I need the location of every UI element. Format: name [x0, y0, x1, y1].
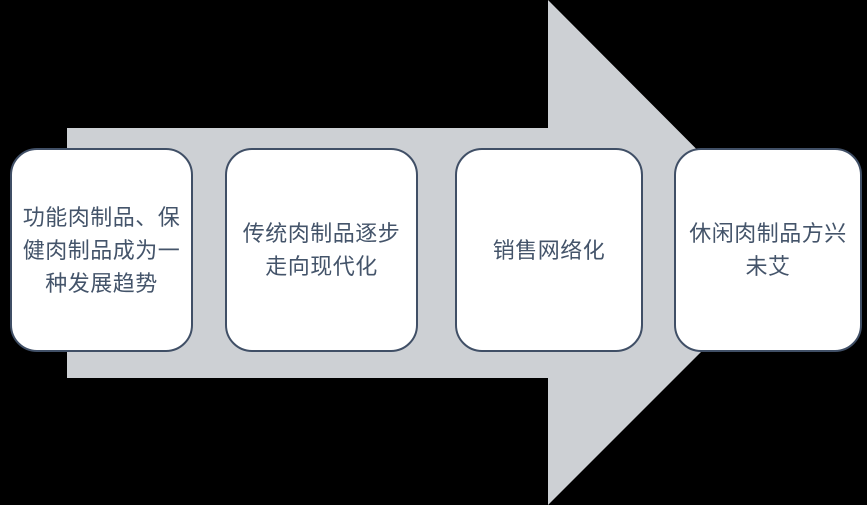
step-box-1: 功能肉制品、保 健肉制品成为一 种发展趋势 — [10, 148, 193, 352]
step-label-4: 休闲肉制品方兴 未艾 — [689, 221, 847, 279]
step-label-1: 功能肉制品、保 健肉制品成为一 种发展趋势 — [22, 204, 181, 296]
step-box-4: 休闲肉制品方兴 未艾 — [674, 148, 862, 352]
step-box-2: 传统肉制品逐步 走向现代化 — [225, 148, 418, 352]
step-box-3: 销售网络化 — [455, 148, 643, 352]
step-label-2: 传统肉制品逐步 走向现代化 — [242, 221, 401, 279]
step-label-3: 销售网络化 — [492, 237, 606, 263]
right-arrow-shape — [67, 0, 800, 505]
